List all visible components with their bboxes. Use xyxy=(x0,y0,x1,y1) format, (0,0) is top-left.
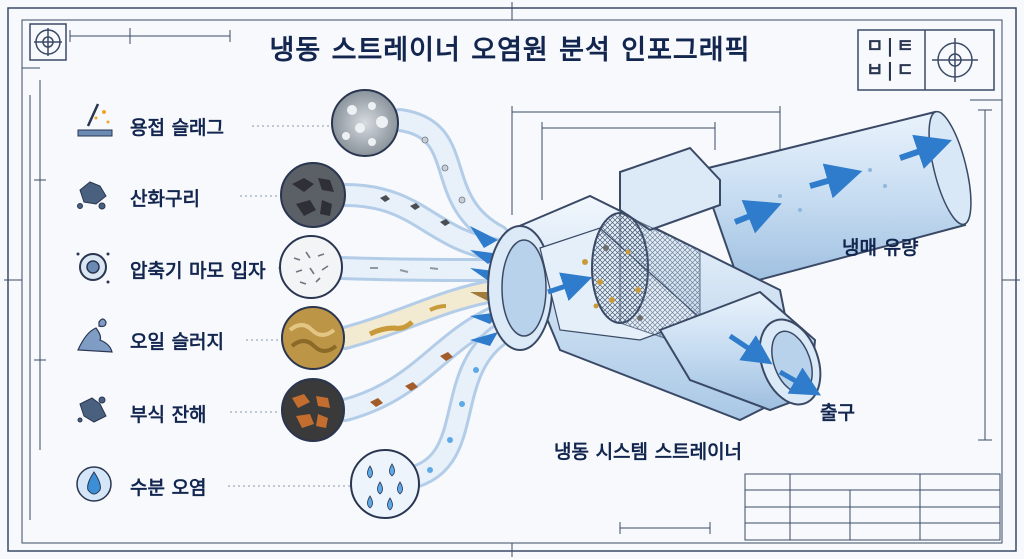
water-drop-icon xyxy=(76,466,112,502)
label-oil-sludge: 오일 슬러지 xyxy=(130,331,225,353)
leader-lines xyxy=(228,125,350,487)
label-corrosion: 부식 잔해 xyxy=(130,404,207,426)
magnifier-corrosion xyxy=(281,378,345,442)
magnifier-compressor-wear xyxy=(279,235,343,299)
blueprint-frame xyxy=(4,2,1020,557)
label-refrigerant-flow: 냉매 유량 xyxy=(842,237,919,259)
flow-tubes xyxy=(328,108,510,492)
magnifier-moisture xyxy=(350,449,420,519)
magnifier-weld-slag xyxy=(331,89,399,157)
page-title: 냉동 스트레이너 오염원 분석 인포그래픽 xyxy=(269,35,751,66)
label-weld-slag: 용접 슬래그 xyxy=(130,117,225,139)
label-compressor-wear: 압축기 마모 입자 xyxy=(130,260,266,282)
crosshair-symbol-left xyxy=(29,23,67,61)
magnifier-oil-sludge xyxy=(281,306,345,370)
corrosion-icon xyxy=(77,396,107,423)
label-copper-oxide: 산화구리 xyxy=(130,188,200,210)
weld-slag-icon xyxy=(77,103,113,137)
oil-drop-icon xyxy=(77,318,113,353)
stamp-glyph-top: ㅁ|ㅌ xyxy=(866,35,917,57)
tube-particles xyxy=(368,136,479,473)
copper-oxide-icon xyxy=(77,181,107,210)
label-outlet: 출구 xyxy=(820,402,855,424)
strainer-body xyxy=(487,110,972,422)
title-stamp-block xyxy=(857,29,995,91)
label-moisture: 수분 오염 xyxy=(130,477,207,499)
stamp-glyph-bottom: ㅂ|ㄷ xyxy=(866,59,917,81)
label-strainer: 냉동 시스템 스트레이너 xyxy=(554,441,743,463)
bearing-icon xyxy=(76,252,110,284)
magnifier-copper-oxide xyxy=(280,162,346,228)
